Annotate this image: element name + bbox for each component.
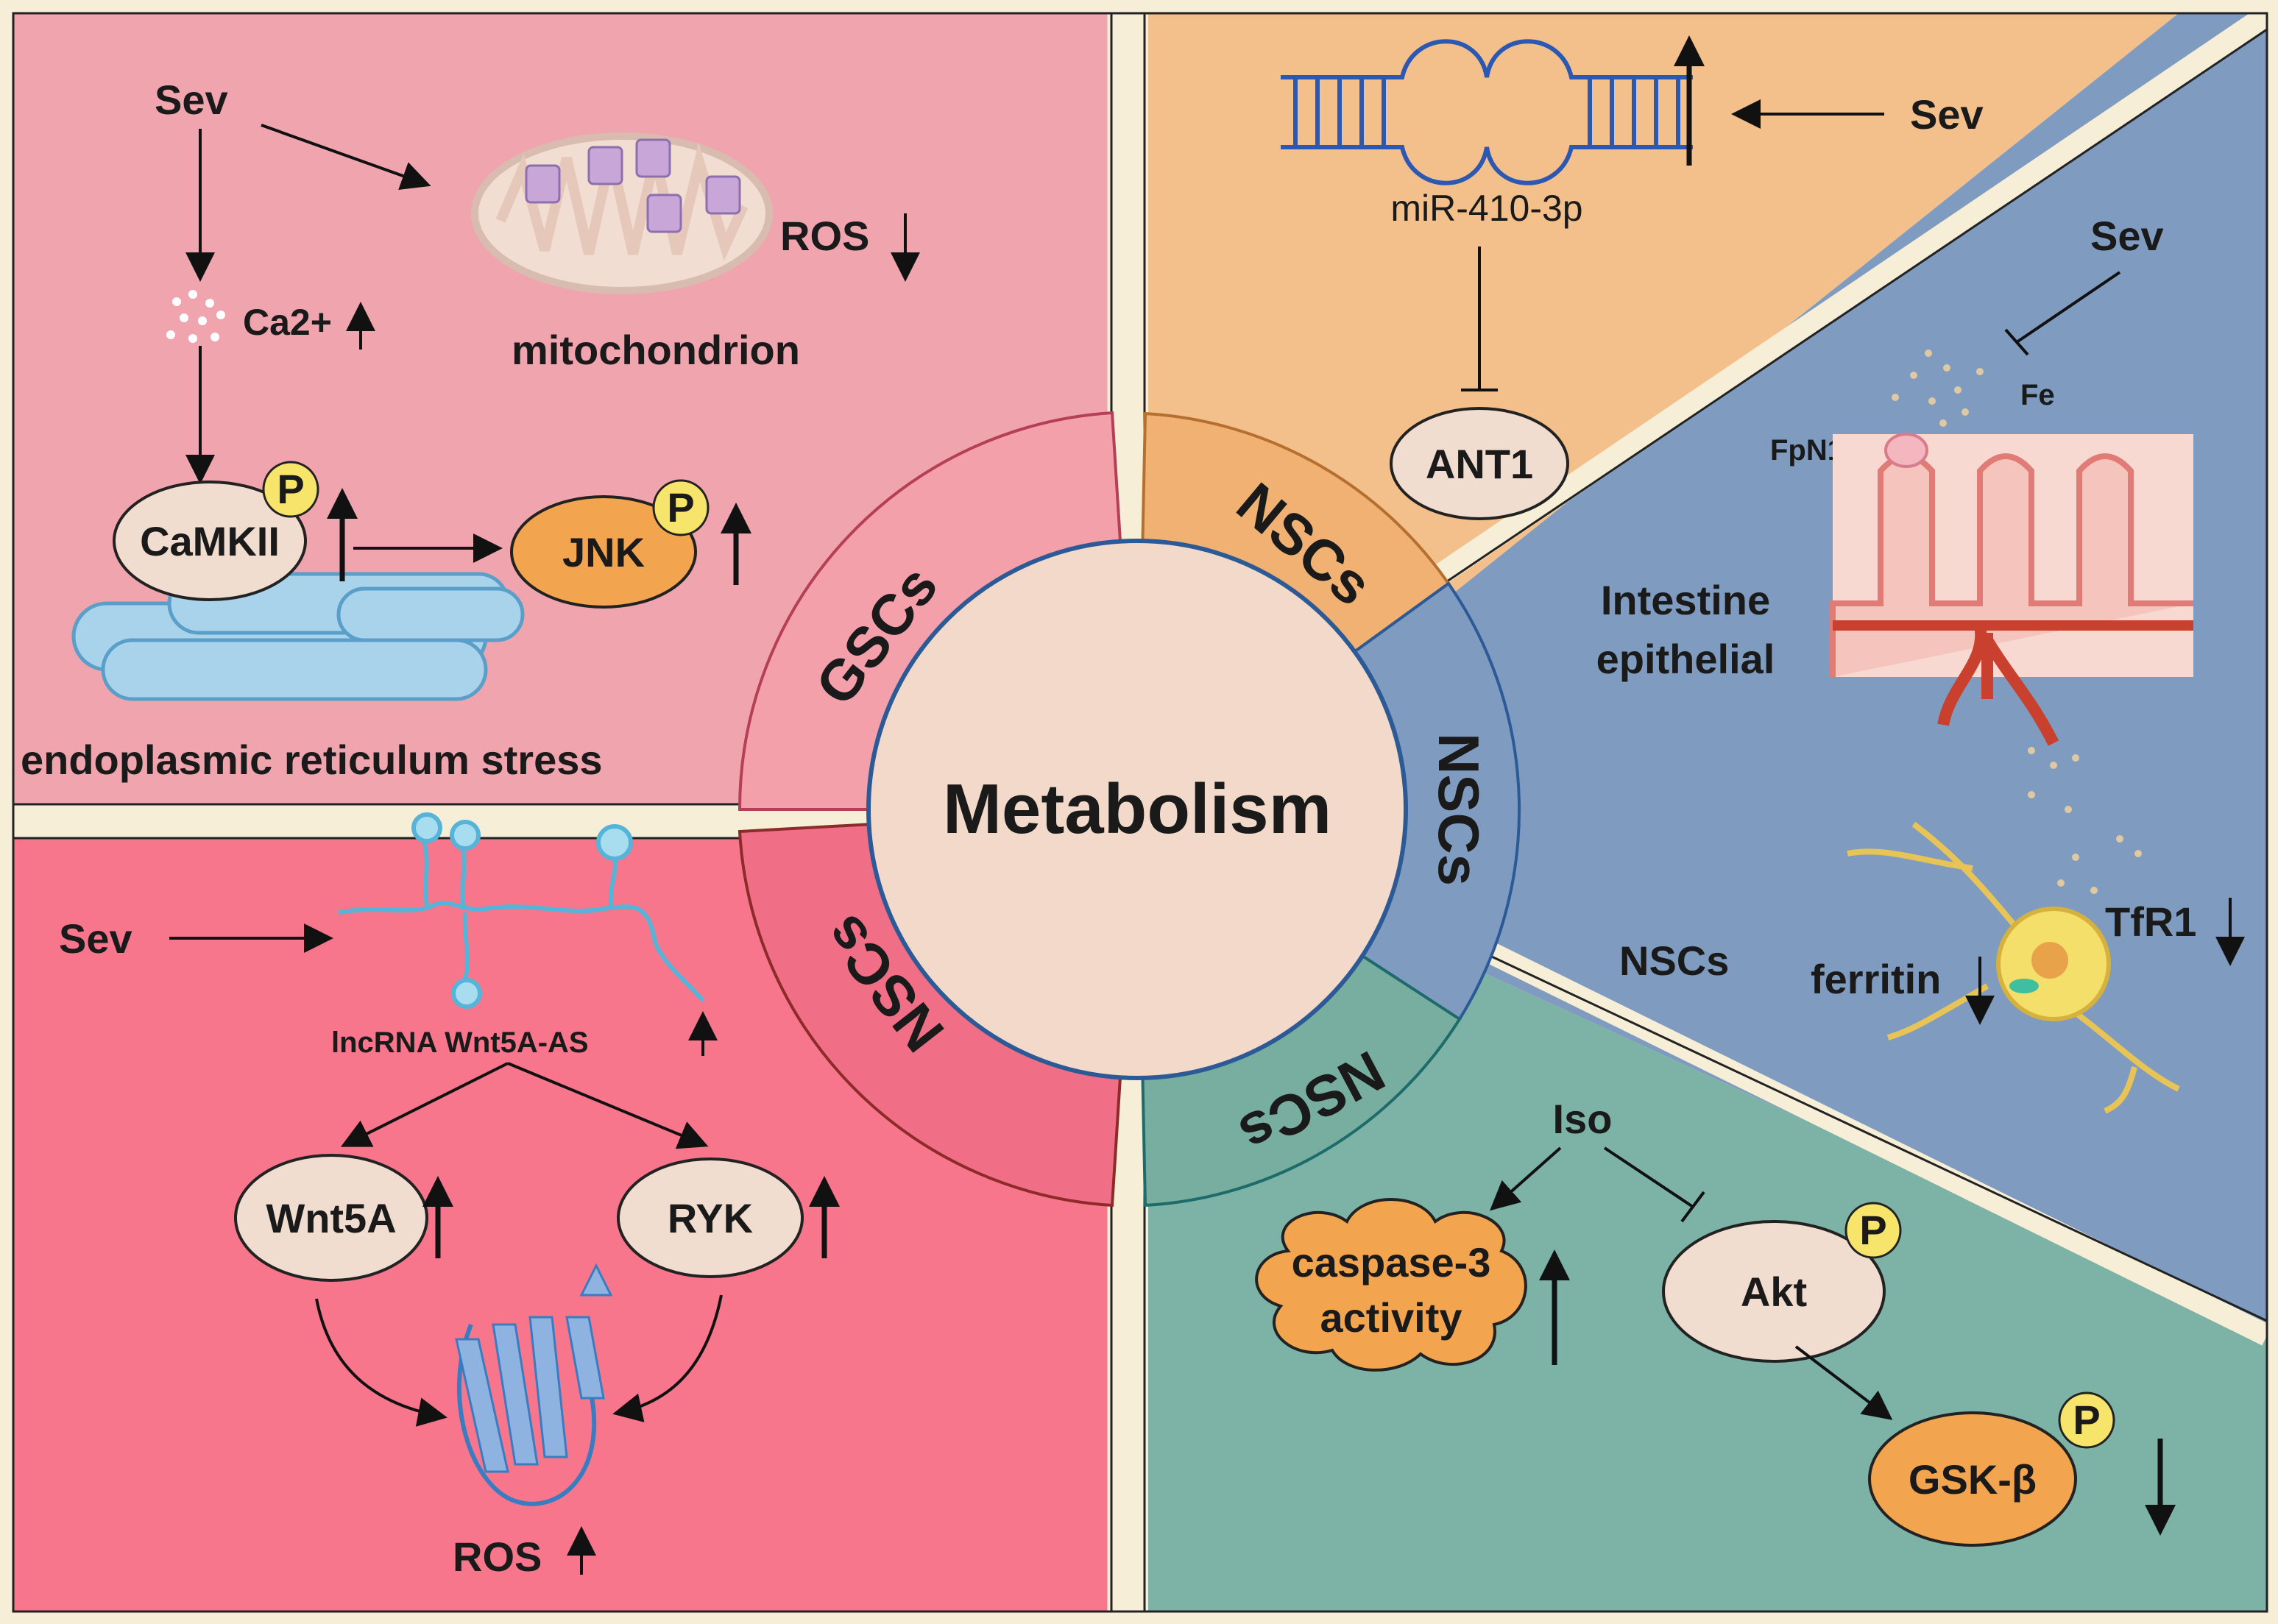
- arrow-akt-gsk: [1794, 1345, 1893, 1420]
- wnt5a-node: [234, 1154, 428, 1282]
- camkii-phospho-icon: [262, 461, 319, 518]
- camkii-p-label: P: [277, 466, 304, 512]
- ferritin-label: ferritin: [1811, 956, 1941, 1002]
- intestine-icon: [1830, 433, 2193, 746]
- intestine-label-line2: epithelial: [1596, 636, 1775, 682]
- arrow-wnt5a-ros: [315, 1298, 448, 1427]
- iron-panel-content: Sev Fe FpN1 Intestine epithelial: [1596, 213, 2245, 1114]
- ring-label-nscs-right: NSCs: [1426, 733, 1491, 886]
- ant1-node: [1390, 407, 1569, 520]
- fe-dots-icon: [1892, 350, 1984, 442]
- inhibit-iso-akt: [1603, 1146, 1694, 1208]
- fe-dots-2-icon: [2028, 747, 2142, 894]
- lnc-ros-label: ROS: [453, 1533, 542, 1580]
- er-icon: [71, 572, 525, 701]
- caspase-label-line2: activity: [1320, 1294, 1462, 1341]
- gsk-phospho-icon: [2058, 1391, 2115, 1449]
- er-stress-label: endoplasmic reticulum stress: [21, 737, 603, 783]
- gsk-label: GSK-β: [1909, 1456, 2037, 1503]
- arrow-iso-caspase: [1490, 1146, 1562, 1211]
- ryk-label: RYK: [668, 1195, 753, 1241]
- center-title: Metabolism: [943, 770, 1331, 848]
- jnk-node: [510, 495, 697, 609]
- ryk-node: [617, 1157, 804, 1278]
- camkii-node: [113, 481, 307, 601]
- akt-label: Akt: [1741, 1269, 1807, 1315]
- mir-panel-content: Sev miR-410-3p ANT1: [1281, 35, 1984, 520]
- ant1-label: ANT1: [1426, 441, 1533, 487]
- protein-icon: [455, 1263, 613, 1506]
- mir-label: miR-410-3p: [1390, 188, 1582, 229]
- caspase-label-line1: caspase-3: [1292, 1239, 1491, 1286]
- iso-label: Iso: [1553, 1096, 1613, 1142]
- mir-sev-label: Sev: [1910, 91, 1984, 138]
- mitochondrion-icon: [471, 132, 773, 294]
- fe-label: Fe: [2020, 379, 2055, 411]
- intestine-label-line1: Intestine: [1601, 577, 1770, 623]
- mitochondrion-label: mitochondrion: [512, 327, 800, 373]
- outer-frame: [12, 12, 2268, 1613]
- gsc-ros-label: ROS: [780, 213, 869, 259]
- lncrna-label: lncRNA Wnt5A-AS: [331, 1026, 589, 1059]
- jnk-phospho-icon: [652, 479, 710, 536]
- iron-nscs-label: NSCs: [1619, 937, 1729, 984]
- ca-label: Ca2+: [243, 302, 332, 343]
- akt-p-label: P: [1859, 1207, 1886, 1253]
- arrow-sev-mito: [261, 124, 431, 191]
- wnt5a-label: Wnt5A: [266, 1195, 396, 1241]
- lnc-panel-content: Sev lncRNA Wnt5A-AS Wnt5A RYK: [59, 812, 840, 1580]
- arrow-lnc-ryk: [507, 1062, 709, 1149]
- lncrna-icon: [338, 812, 705, 1009]
- ca-dots-icon: [166, 290, 225, 343]
- gsc-sev-label: Sev: [155, 77, 228, 123]
- caspase-node: [1255, 1198, 1527, 1372]
- iso-panel-content: Iso caspase-3 activity Akt P GSK-β P: [1255, 1096, 2176, 1547]
- lnc-sev-label: Sev: [59, 915, 132, 962]
- jnk-label: JNK: [562, 529, 645, 575]
- arrow-ryk-ros: [612, 1294, 723, 1422]
- arrow-lnc-wnt5a: [340, 1062, 509, 1147]
- gsk-node: [1868, 1411, 2077, 1547]
- center-circle: [866, 539, 1408, 1080]
- mirna-icon: [1281, 39, 1693, 185]
- akt-phospho-icon: [1844, 1202, 1902, 1259]
- fpn1-label: FpN1: [1770, 434, 1844, 467]
- camkii-label: CaMKII: [140, 518, 280, 564]
- tfr1-label: TfR1: [2105, 898, 2196, 945]
- akt-node: [1662, 1220, 1886, 1363]
- iron-sev-label: Sev: [2090, 213, 2164, 259]
- neuron-icon: [1847, 821, 2180, 1114]
- jnk-p-label: P: [667, 484, 694, 531]
- inhibit-sev-fe: [2015, 271, 2121, 344]
- gsc-panel-content: Sev ROS mitochondrion Ca2+: [21, 77, 920, 783]
- gsk-p-label: P: [2073, 1397, 2100, 1443]
